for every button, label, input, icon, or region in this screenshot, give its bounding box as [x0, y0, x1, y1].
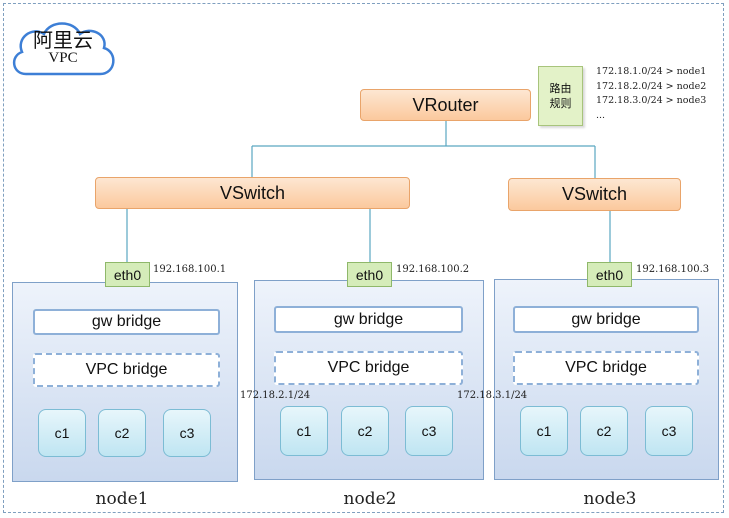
route-note-line2: 规则: [549, 97, 572, 110]
eth-label: eth0: [113, 266, 142, 283]
vpc-bridge-label: VPC bridge: [85, 361, 168, 378]
node-3-gw-bridge: gw bridge: [513, 306, 699, 333]
route-entry: 172.18.2.0/24 > node2: [596, 80, 707, 92]
node-3-container-c1: c1: [520, 406, 568, 456]
route-list: 172.18.1.0/24 > node1 172.18.2.0/24 > no…: [596, 65, 706, 123]
node-3-eth0: eth0: [587, 262, 632, 287]
route-entry: 172.18.1.0/24 > node1: [596, 66, 707, 77]
gw-bridge-label: gw bridge: [91, 313, 162, 330]
node-2-container-c1: c1: [280, 406, 328, 456]
node-1-gw-bridge: gw bridge: [33, 309, 220, 335]
route-rules-note: 路由 规则: [538, 66, 583, 126]
route-entry: 172.18.3.0/24 > node3: [596, 95, 707, 106]
node-2-vpc-bridge: VPC bridge: [274, 351, 463, 385]
node-1-ip: 192.168.100.1: [153, 264, 227, 275]
vswitch-label: VSwitch: [219, 182, 286, 203]
gw-bridge-label: gw bridge: [571, 310, 641, 328]
cloud-brand: 阿里云: [33, 28, 93, 52]
container-label: c2: [357, 423, 373, 439]
node-1-container-c1: c1: [38, 409, 86, 457]
node-2-label: node2: [343, 489, 397, 509]
eth-label: eth0: [595, 266, 624, 283]
vpc-bridge-label: VPC bridge: [565, 359, 647, 376]
node-1-eth0: eth0: [105, 262, 150, 287]
node-2-ip: 192.168.100.2: [396, 264, 470, 275]
vrouter-label: VRouter: [412, 94, 479, 115]
node-1-container-c3: c3: [163, 409, 211, 457]
node-2-gw-bridge: gw bridge: [274, 306, 463, 333]
route-entry: ...: [596, 109, 606, 121]
vpc-bridge-label: VPC bridge: [327, 359, 410, 376]
vswitch-label: VSwitch: [561, 184, 628, 204]
vswitch-2: VSwitch: [508, 178, 681, 211]
node-3-container-c2: c2: [580, 406, 628, 456]
node-3-label: node3: [583, 489, 637, 509]
container-label: c3: [421, 423, 437, 439]
node-3-vpc-bridge: VPC bridge: [513, 351, 699, 385]
cloud-icon: [13, 22, 115, 76]
vrouter-box: VRouter: [360, 89, 531, 121]
node-3-ip: 192.168.100.3: [636, 264, 710, 275]
node-3-container-c3: c3: [645, 406, 693, 456]
container-label: c1: [54, 425, 70, 441]
node-1-vpc-bridge: VPC bridge: [33, 353, 220, 387]
node-1-container-c2: c2: [98, 409, 146, 457]
container-label: c1: [296, 423, 312, 439]
gw-bridge-label: gw bridge: [333, 310, 404, 328]
node-1-label: node1: [95, 489, 149, 509]
vswitch-1: VSwitch: [95, 177, 410, 209]
diagram-border: [3, 3, 724, 513]
container-label: c3: [179, 425, 195, 441]
eth-label: eth0: [355, 266, 384, 283]
node-2-eth0: eth0: [347, 262, 392, 287]
container-label: c3: [661, 423, 677, 439]
node-2-container-c3: c3: [405, 406, 453, 456]
container-label: c2: [114, 425, 130, 441]
container-label: c1: [536, 423, 552, 439]
node-2-container-c2: c2: [341, 406, 389, 456]
route-note-line1: 路由: [549, 82, 572, 95]
container-label: c2: [596, 423, 612, 439]
cloud-label: VPC: [48, 50, 78, 66]
node-3-subnet: 172.18.3.1/24: [457, 390, 528, 401]
node-2-subnet: 172.18.2.1/24: [240, 390, 311, 401]
